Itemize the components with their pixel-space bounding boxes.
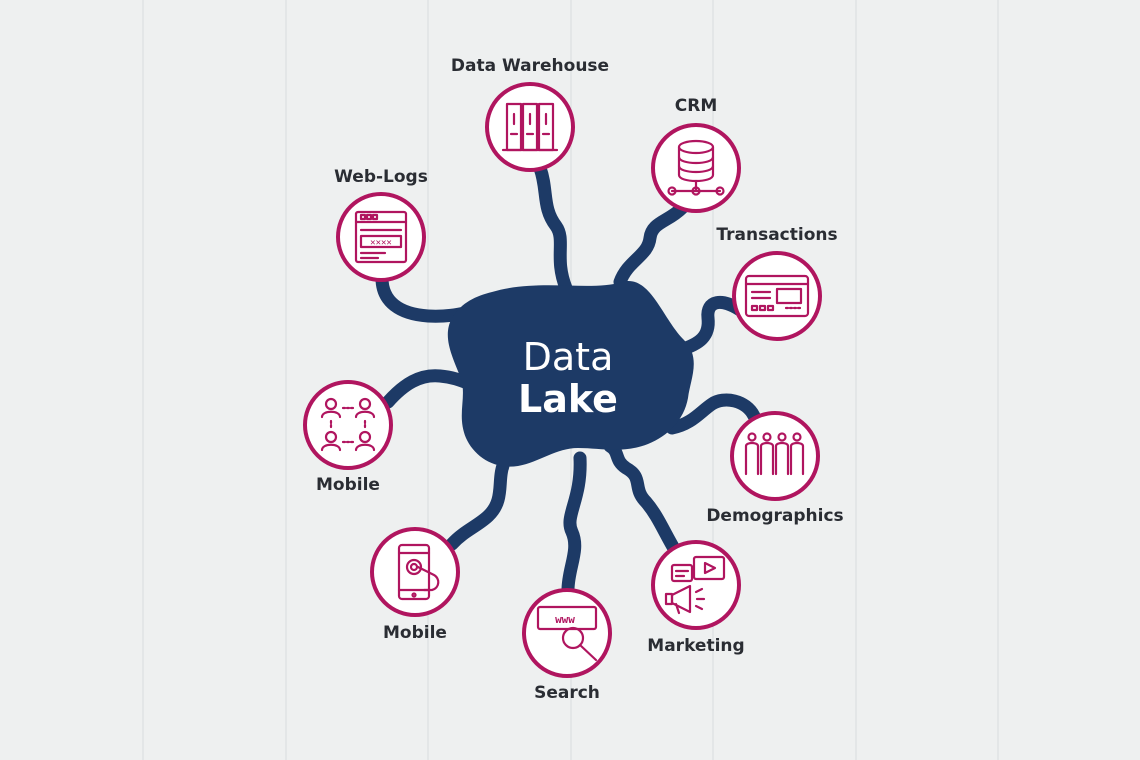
connector-demographics <box>665 393 761 435</box>
source-marketing: Marketing <box>647 540 745 656</box>
node-ring <box>370 527 460 617</box>
people-network-icon <box>320 397 376 452</box>
source-transactions: Transactions <box>716 225 838 341</box>
label-data-warehouse: Data Warehouse <box>451 56 609 76</box>
label-crm: CRM <box>675 96 717 116</box>
connector-mobile-bottom <box>445 451 513 551</box>
label-mobile-left: Mobile <box>316 475 380 495</box>
connector-mobile-left <box>381 369 477 409</box>
payment-terminal-icon <box>744 274 810 318</box>
label-transactions: Transactions <box>716 225 837 245</box>
megaphone-video-icon <box>664 555 726 615</box>
source-crm: CRM <box>651 96 741 213</box>
node-ring <box>522 588 612 678</box>
source-web-logs: ✕✕✕✕ Web-Logs <box>334 167 428 282</box>
lake-title-line1: Data <box>523 335 614 379</box>
connector-search <box>561 451 587 597</box>
connector-crm <box>613 201 689 289</box>
source-search: www Search <box>522 588 612 703</box>
population-icon <box>744 432 805 476</box>
node-ring <box>651 540 741 630</box>
browser-password-icon <box>354 210 408 264</box>
source-demographics: Demographics <box>706 411 844 526</box>
data-lake-blob <box>447 281 694 467</box>
source-mobile-left: Mobile <box>303 380 393 495</box>
label-search: Search <box>534 683 600 703</box>
lake-title-line2: Lake <box>518 377 618 421</box>
node-ring <box>303 380 393 470</box>
node-ring <box>651 123 741 213</box>
label-web-logs: Web-Logs <box>334 167 428 187</box>
www-search-icon <box>536 605 598 662</box>
smartphone-touch-icon <box>397 543 440 601</box>
server-rack-icon <box>501 102 559 152</box>
connector-web-logs <box>375 271 477 323</box>
node-ring <box>485 82 575 172</box>
database-network-icon <box>667 139 725 196</box>
connector-data-warehouse <box>533 161 573 295</box>
connector-marketing <box>603 439 683 559</box>
password-mask-icon: ✕✕✕✕ <box>370 238 392 248</box>
www-text-icon: www <box>555 613 575 626</box>
source-mobile-bottom: Mobile <box>370 527 460 643</box>
source-data-warehouse: Data Warehouse <box>451 56 609 172</box>
label-mobile-bottom: Mobile <box>383 623 447 643</box>
label-marketing: Marketing <box>647 636 744 656</box>
label-demographics: Demographics <box>706 506 843 526</box>
connector-transactions <box>673 296 747 357</box>
